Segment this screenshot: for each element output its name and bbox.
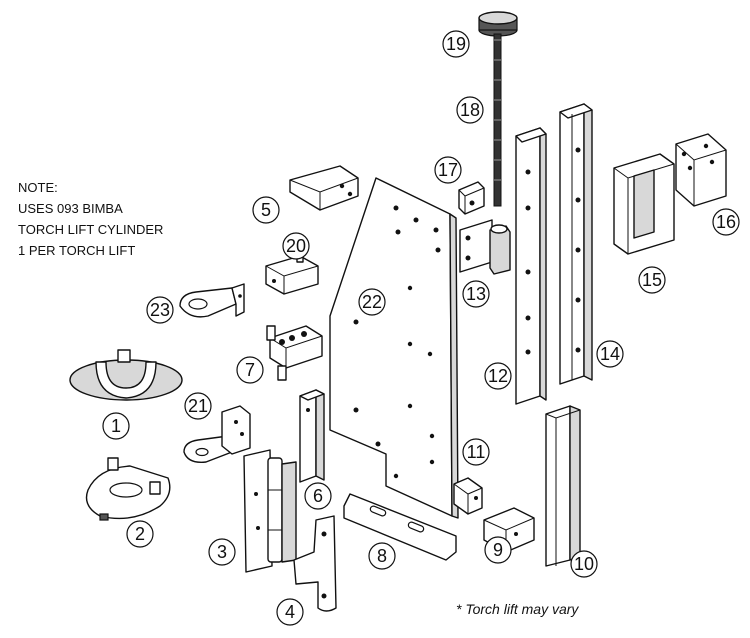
part-1-clamp [69, 349, 183, 401]
part-3-hinge [243, 449, 297, 573]
callout-2: 2 [126, 520, 154, 548]
callout-7: 7 [236, 356, 264, 384]
part-23-tab-bracket [179, 283, 245, 318]
part-19-knob [478, 11, 518, 37]
part-2-base-plate [85, 457, 171, 521]
callout-12: 12 [484, 362, 512, 390]
callouts: 1 2 3 4 5 6 7 8 9 10 11 12 13 14 15 16 1… [102, 30, 740, 626]
note-block: NOTE: USES 093 BIMBA TORCH LIFT CYLINDER… [18, 180, 163, 258]
callout-16: 16 [712, 208, 740, 236]
svg-text:22: 22 [362, 292, 382, 312]
callout-20: 20 [282, 232, 310, 260]
svg-text:2: 2 [135, 524, 145, 544]
svg-text:23: 23 [150, 300, 170, 320]
part-5-angle-bracket [289, 165, 359, 211]
callout-18: 18 [456, 96, 484, 124]
callout-21: 21 [184, 392, 212, 420]
svg-text:21: 21 [188, 396, 208, 416]
part-7-screw-block [266, 325, 323, 381]
callout-15: 15 [638, 266, 666, 294]
callout-3: 3 [208, 538, 236, 566]
callout-13: 13 [462, 280, 490, 308]
svg-text:8: 8 [377, 546, 387, 566]
part-17-small-block [458, 181, 485, 215]
part-21-l-bracket [183, 405, 251, 463]
note-line: 1 PER TORCH LIFT [18, 243, 135, 258]
callout-11: 11 [462, 438, 490, 466]
svg-text:4: 4 [285, 602, 295, 622]
svg-text:16: 16 [716, 212, 736, 232]
note-line: NOTE: [18, 180, 58, 195]
part-8-slotted-bar [343, 493, 457, 561]
part-15-grooved-block [613, 153, 675, 255]
callout-10: 10 [570, 550, 598, 578]
part-11-small-l [453, 477, 483, 515]
part-22-large-plate [329, 177, 459, 519]
footnote: * Torch lift may vary [456, 601, 579, 617]
note-line: USES 093 BIMBA [18, 201, 123, 216]
svg-text:14: 14 [600, 344, 620, 364]
svg-text:9: 9 [493, 540, 503, 560]
note-line: TORCH LIFT CYLINDER [18, 222, 163, 237]
part-13-bracket [459, 219, 511, 275]
svg-text:3: 3 [217, 542, 227, 562]
callout-9: 9 [484, 536, 512, 564]
svg-text:19: 19 [446, 34, 466, 54]
svg-text:18: 18 [460, 100, 480, 120]
part-14-tall-rail [559, 103, 593, 385]
part-12-tall-block [515, 127, 547, 405]
part-10-u-channel [545, 405, 581, 567]
svg-text:20: 20 [286, 236, 306, 256]
svg-text:7: 7 [245, 360, 255, 380]
svg-text:17: 17 [438, 160, 458, 180]
part-16-plate [675, 133, 727, 207]
callout-4: 4 [276, 598, 304, 626]
callout-19: 19 [442, 30, 470, 58]
svg-text:13: 13 [466, 284, 486, 304]
callout-22: 22 [358, 288, 386, 316]
callout-5: 5 [252, 196, 280, 224]
callout-17: 17 [434, 156, 462, 184]
part-4-hook-plate [293, 515, 337, 612]
svg-text:12: 12 [488, 366, 508, 386]
svg-text:15: 15 [642, 270, 662, 290]
svg-text:11: 11 [467, 442, 486, 462]
part-6-bar-block [299, 389, 325, 483]
callout-14: 14 [596, 340, 624, 368]
callout-23: 23 [146, 296, 174, 324]
callout-8: 8 [368, 542, 396, 570]
svg-text:1: 1 [111, 416, 121, 436]
callout-6: 6 [304, 482, 332, 510]
svg-text:6: 6 [313, 486, 323, 506]
part-18-threaded-rod [493, 33, 502, 207]
svg-text:10: 10 [574, 554, 594, 574]
callout-1: 1 [102, 412, 130, 440]
svg-text:5: 5 [261, 200, 271, 220]
